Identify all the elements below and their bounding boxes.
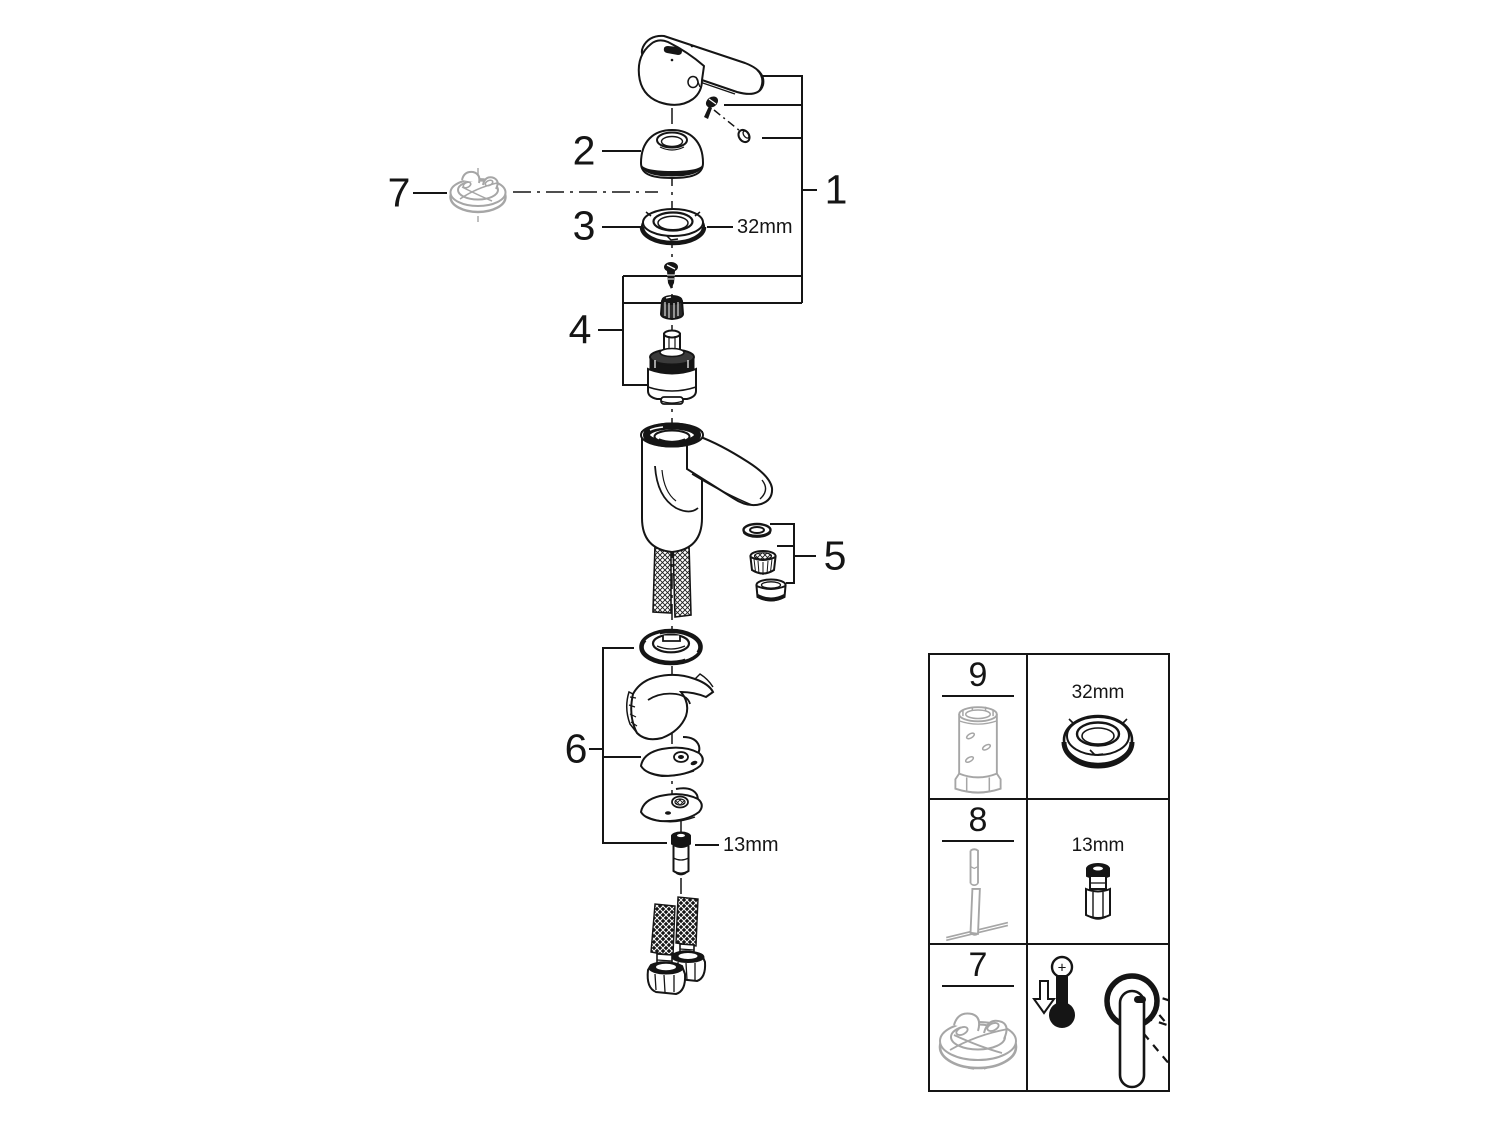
body-hose-right — [672, 544, 692, 618]
bracket-6 — [602, 647, 667, 844]
stud-wrench-tool-icon — [946, 848, 1009, 942]
handle-rotation-drawing — [1104, 973, 1168, 1089]
legend-cell-9: 9 — [930, 655, 1028, 800]
cartridge-cap-drawing — [659, 295, 685, 321]
legend-number-8: 8 — [968, 801, 988, 839]
threaded-stud — [671, 831, 691, 876]
spout — [686, 434, 774, 507]
callout-4: 4 — [568, 306, 592, 353]
threaded-stud-13mm-icon — [1085, 863, 1111, 920]
callout-1: 1 — [824, 166, 848, 213]
dimension-13mm: 13mm — [723, 834, 779, 856]
legend-underline — [942, 985, 1014, 987]
bracket-5 — [770, 523, 795, 584]
supply-hoses-drawing — [646, 896, 707, 996]
cartridge-socket-tool-icon — [954, 706, 1002, 794]
handle-plug-drawing — [737, 128, 751, 144]
cap-drawing — [639, 128, 705, 180]
legend-underline — [942, 840, 1014, 842]
mounting-kit-drawing — [626, 628, 715, 876]
dimension-32mm: 32mm — [737, 216, 793, 238]
temperature-limiter-drawing — [449, 168, 507, 224]
handle-eco-slot — [663, 46, 682, 55]
legend-label-32mm: 32mm — [1071, 682, 1125, 703]
callout-5: 5 — [823, 532, 847, 579]
bracket-4 — [622, 276, 649, 386]
faucet-body-drawing — [640, 422, 774, 618]
legend-label-13mm: 13mm — [1071, 835, 1125, 856]
temperature-limiter-icon — [938, 1012, 1018, 1070]
down-arrow-icon — [1032, 980, 1056, 1015]
body-hose-left — [652, 544, 672, 614]
handle-screw-drawing — [704, 96, 719, 119]
legend-cell-8: 8 — [930, 800, 1028, 945]
aerator-drawing — [742, 522, 787, 602]
callout-3: 3 — [572, 202, 596, 249]
wedge-gasket — [630, 673, 715, 741]
ring-nut-32mm-icon — [1061, 714, 1135, 769]
legend-underline — [942, 695, 1014, 697]
legend-cell-32mm: 32mm — [1028, 655, 1168, 800]
spout-underside — [654, 465, 699, 513]
cartridge-screw-drawing — [664, 262, 678, 289]
callout-6: 6 — [564, 725, 588, 772]
legend-number-9: 9 — [968, 656, 988, 694]
callout-brackets — [413, 75, 817, 846]
callout-2: 2 — [572, 127, 596, 174]
legend-cell-13mm: 13mm — [1028, 800, 1168, 945]
svg-text:+: + — [1058, 960, 1067, 977]
thermometer-icon: + — [1049, 955, 1075, 1028]
handle-temperature-rotation-icon: + — [1032, 955, 1168, 1089]
bracket-1 — [762, 75, 803, 303]
tools-legend-table: 9 32mm — [928, 653, 1170, 1092]
legend-cell-temperature-instruction: + — [1028, 945, 1168, 1090]
handle-drawing — [637, 34, 765, 106]
legend-number-7: 7 — [968, 946, 988, 984]
ring-nut-drawing — [639, 208, 707, 246]
cartridge-drawing — [647, 329, 697, 405]
legend-cell-7: 7 — [930, 945, 1028, 1090]
callout-7: 7 — [387, 169, 411, 216]
